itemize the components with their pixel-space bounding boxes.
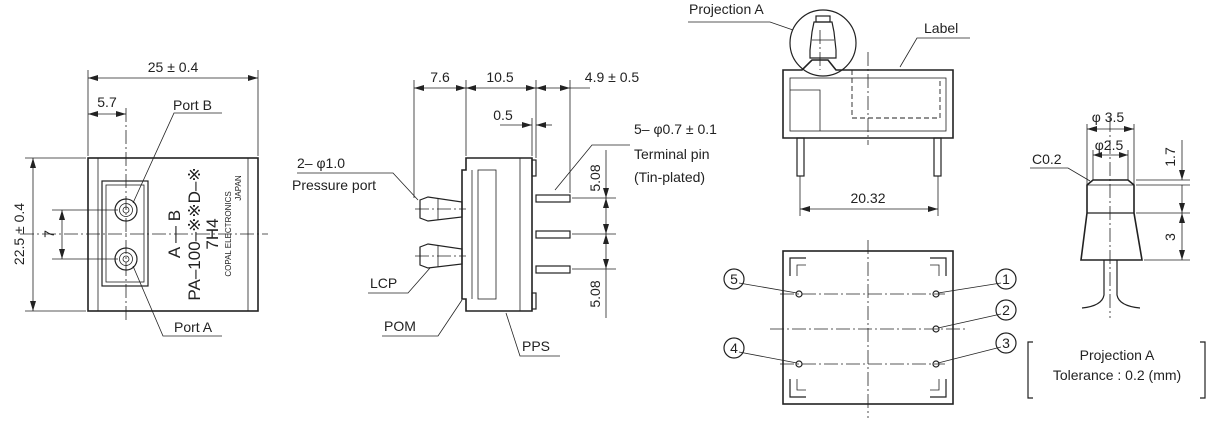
marking-port-letters: A — B	[165, 210, 184, 258]
terminal-pin-finish: (Tin-plated)	[634, 169, 705, 185]
chamfer-label: C0.2	[1032, 151, 1062, 167]
front-view: 25 ± 0.4 5.7 22.5 ± 0.4 7 Port B Port A …	[11, 59, 268, 337]
svg-text:3: 3	[1002, 335, 1010, 351]
terminal-pin-label: Terminal pin	[634, 146, 709, 162]
terminal-pin-middle	[535, 230, 571, 239]
terminal-pin-lower	[535, 265, 571, 274]
dim-offset: 5.7	[97, 94, 117, 110]
top-view: Projection A Label 20.32	[688, 1, 970, 216]
dim-side-b: 10.5	[486, 69, 513, 85]
marking-model: PA–100–※※D–※	[185, 167, 204, 300]
dim-outer-diameter: φ 3.5	[1092, 109, 1125, 125]
pitch-upper: 5.08	[587, 164, 603, 191]
dim-inner-diameter: φ2.5	[1095, 137, 1124, 153]
marking-origin: JAPAN	[234, 175, 243, 200]
marking-maker: COPAL ELECTRONICS	[224, 191, 233, 276]
marking-lot: 7H4	[203, 218, 222, 249]
front-body-outline	[87, 157, 259, 312]
material-pps: PPS	[522, 338, 550, 354]
port-b-label: Port B	[173, 97, 212, 113]
port-housing	[101, 180, 149, 287]
dim-side-a: 7.6	[430, 69, 450, 85]
detail-tolerance: Tolerance : 0.2 (mm)	[1053, 367, 1181, 383]
side-view: 7.6 10.5 4.9 ± 0.5 0.5 2– φ1.0 Pressure …	[292, 69, 717, 357]
dim-port-pitch: 7	[41, 230, 57, 238]
terminal-pin-upper	[535, 194, 571, 203]
pin-number-4	[723, 337, 745, 359]
material-lcp: LCP	[370, 275, 397, 291]
projection-a-label: Projection A	[689, 1, 764, 17]
bottom-view: 1 2 3 4 5	[723, 240, 1017, 418]
svg-text:4: 4	[730, 340, 738, 356]
pressure-port-label: Pressure port	[292, 177, 376, 193]
top-pin-right	[933, 137, 942, 177]
dim-side-d: 0.5	[493, 107, 513, 123]
top-pin-left	[796, 137, 805, 177]
svg-text:2: 2	[1002, 302, 1010, 318]
top-body-outline	[782, 59, 954, 139]
terminal-pin-spec: 5– φ0.7 ± 0.1	[634, 121, 717, 137]
detail-port-outline	[1080, 179, 1143, 261]
svg-text:1: 1	[1002, 271, 1010, 287]
pitch-lower: 5.08	[587, 280, 603, 307]
dim-height: 22.5 ± 0.4	[11, 203, 27, 265]
projection-a-circle	[789, 9, 857, 77]
svg-text:5: 5	[730, 271, 738, 287]
side-body-outline	[461, 157, 533, 312]
port-a-label: Port A	[174, 319, 213, 335]
label-callout: Label	[924, 20, 958, 36]
pin-number-3	[995, 332, 1017, 354]
detail-title: Projection A	[1080, 347, 1155, 363]
pin-number-1	[995, 268, 1017, 290]
material-pom: POM	[384, 318, 416, 334]
dim-width: 25 ± 0.4	[148, 59, 199, 75]
dim-pin-span: 20.32	[850, 190, 885, 206]
detail-view: φ 3.5 φ2.5 C0.2 1.7 3 Projection A Toler…	[1027, 109, 1206, 399]
pressure-port-upper	[415, 196, 466, 222]
pin-number-2	[995, 299, 1017, 321]
dim-tip: 1.7	[1162, 147, 1178, 167]
pressure-port-spec: 2– φ1.0	[297, 155, 345, 171]
dim-side-c: 4.9 ± 0.5	[585, 69, 640, 85]
pin-number-5	[723, 268, 745, 290]
pressure-port-lower	[415, 243, 466, 269]
dim-length: 3	[1162, 233, 1178, 241]
